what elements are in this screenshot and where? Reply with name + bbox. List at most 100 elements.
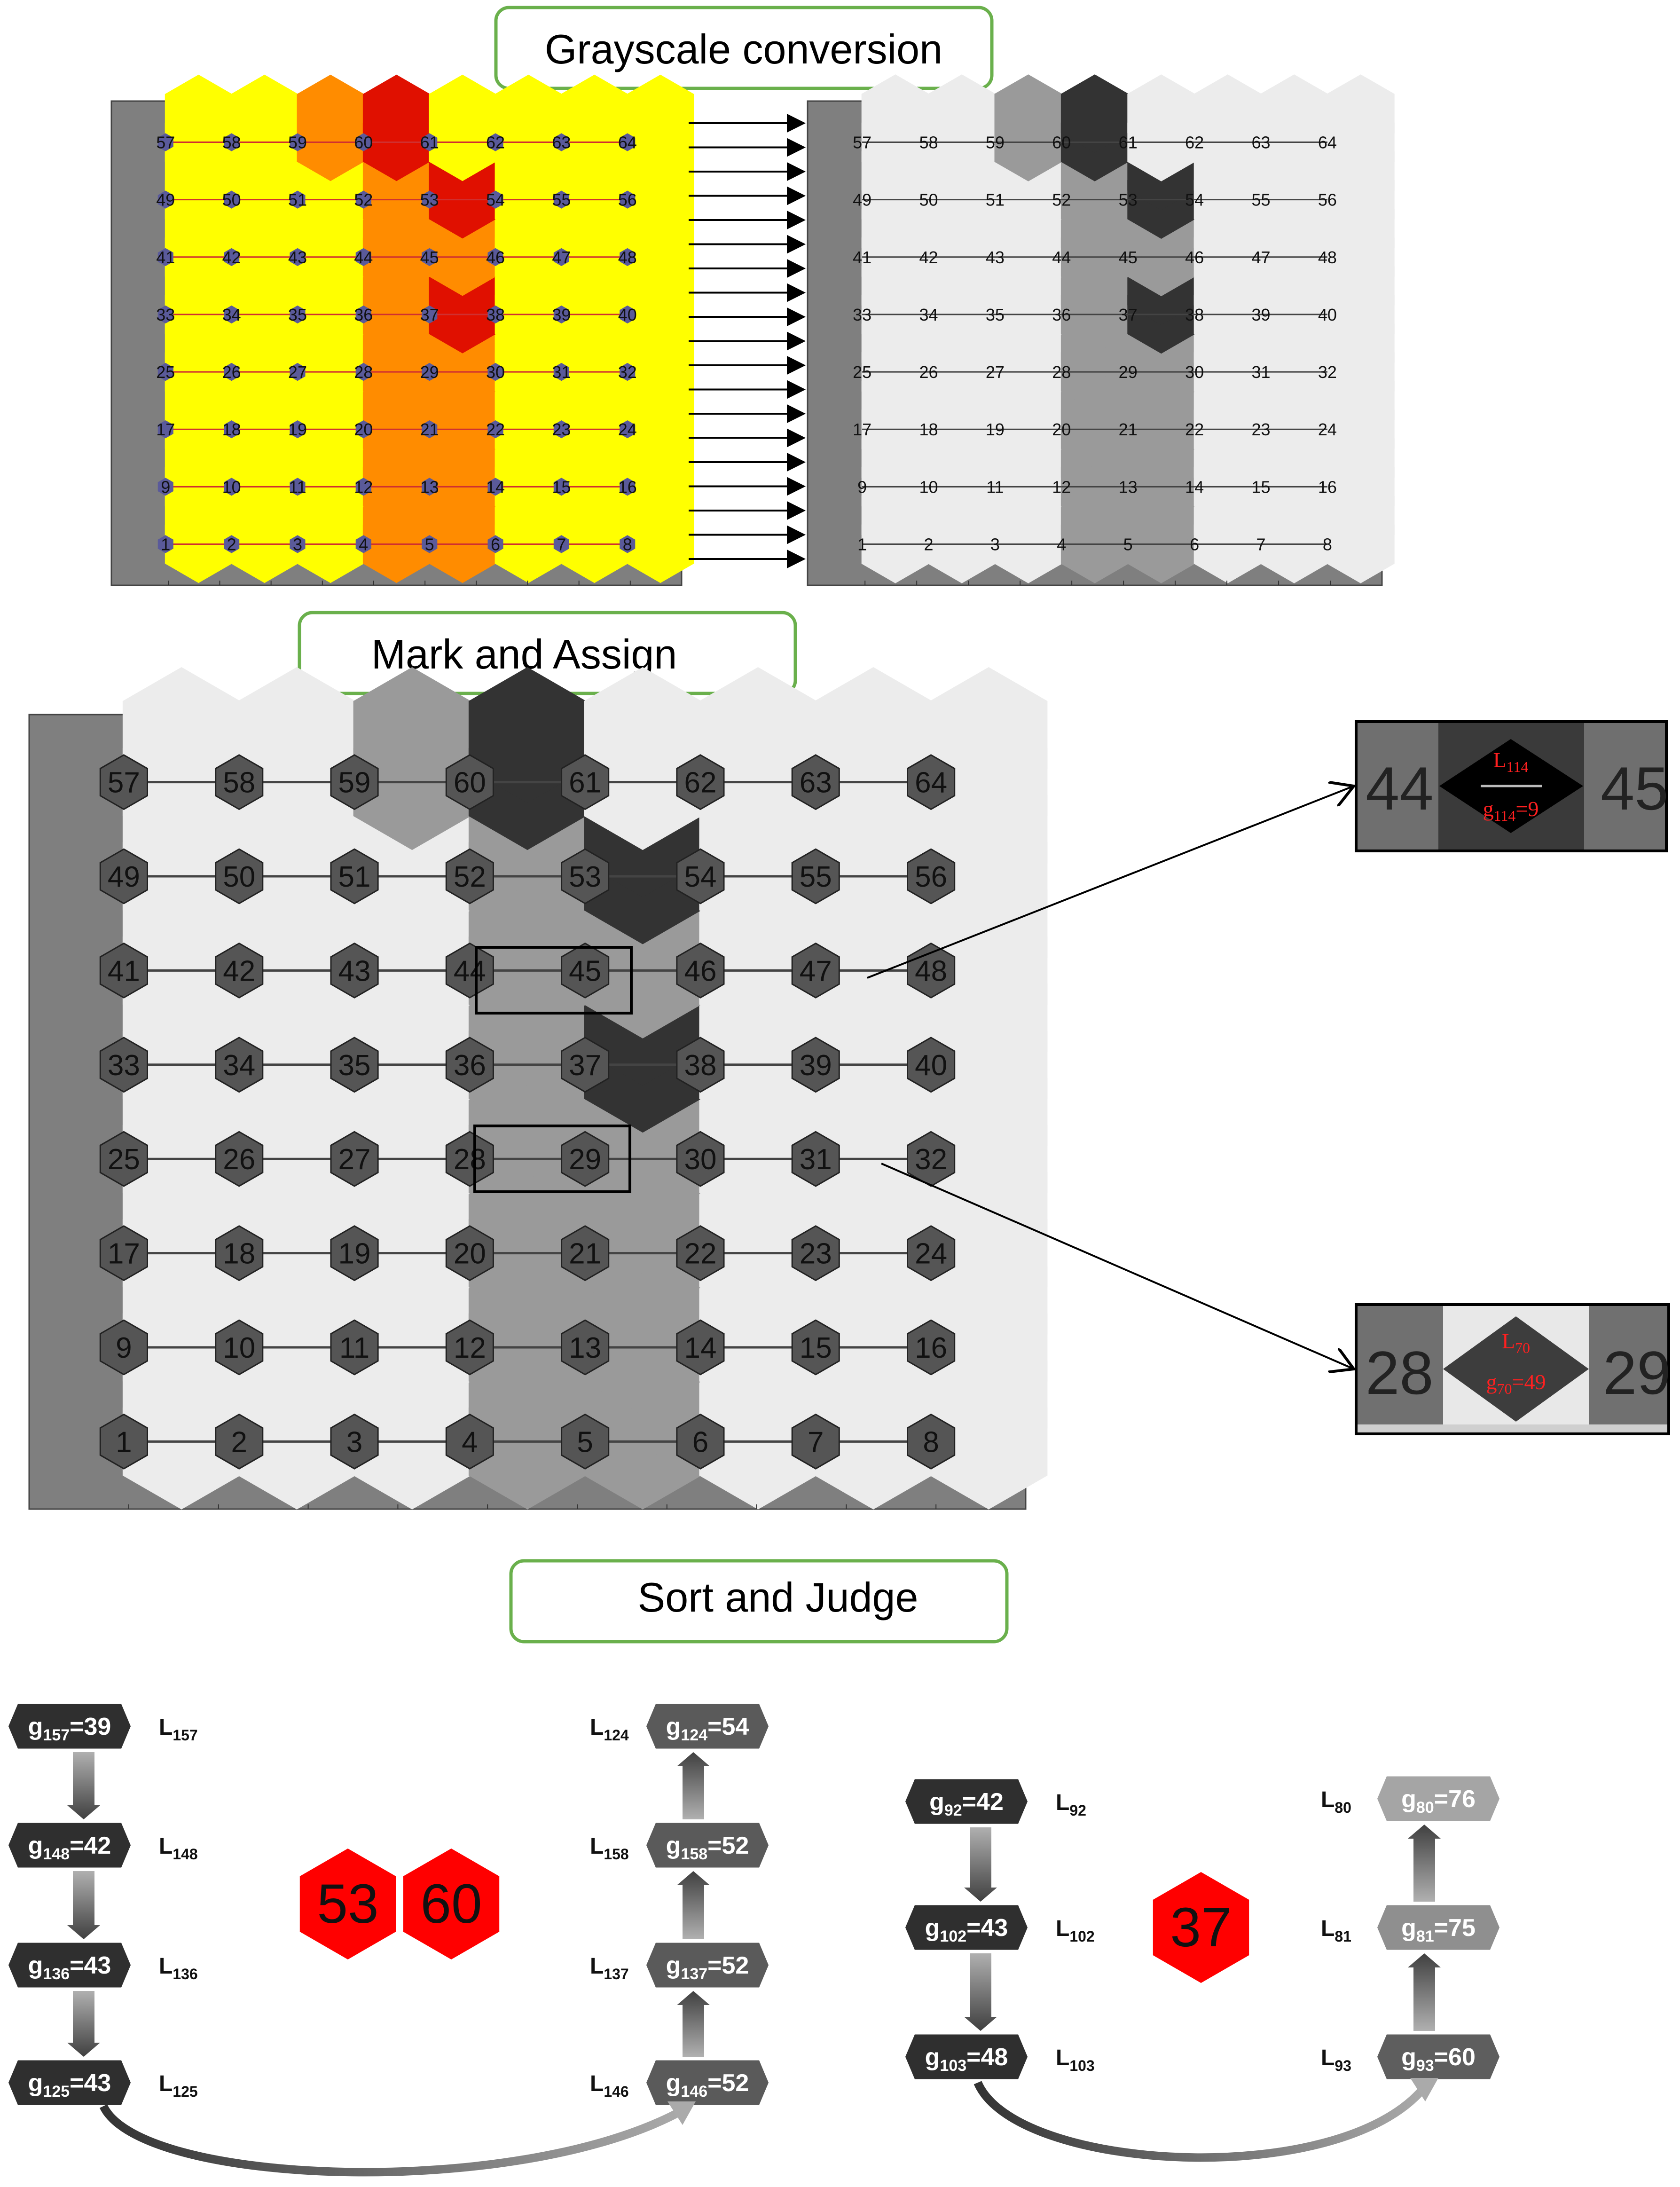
node-number: 49 bbox=[853, 190, 871, 210]
node-marker bbox=[422, 362, 438, 381]
node-number: 3 bbox=[293, 535, 302, 554]
som-cell bbox=[627, 74, 694, 153]
zoom-top-left-node: 44 bbox=[1366, 754, 1434, 823]
node-number: 51 bbox=[986, 190, 1005, 210]
node-number: 31 bbox=[800, 1143, 832, 1176]
node-number: 56 bbox=[618, 190, 637, 210]
node-marker bbox=[791, 1037, 840, 1093]
node-number: 12 bbox=[454, 1332, 486, 1364]
node-marker bbox=[99, 848, 148, 905]
node-marker bbox=[99, 1131, 148, 1187]
node-marker bbox=[620, 305, 636, 324]
highlight-box-44-45 bbox=[475, 946, 633, 1015]
node-marker bbox=[157, 133, 173, 151]
zoom-bottom-value-sub: 70 bbox=[1497, 1380, 1512, 1397]
up-arrow-icon bbox=[677, 1752, 710, 1819]
node-number: 7 bbox=[808, 1426, 824, 1458]
node-number: 14 bbox=[486, 477, 505, 496]
node-number: 38 bbox=[486, 305, 505, 324]
node-number: 14 bbox=[1185, 477, 1204, 496]
som-cell bbox=[468, 667, 587, 803]
link-label: L157 bbox=[159, 1715, 198, 1744]
gray-value-node bbox=[8, 2060, 131, 2105]
node-number: 10 bbox=[919, 477, 938, 496]
node-marker bbox=[445, 1037, 494, 1093]
zoom-bottom-label: L70 bbox=[1502, 1329, 1530, 1356]
node-number: 47 bbox=[1251, 248, 1270, 267]
node-number: 43 bbox=[338, 955, 371, 987]
zoom-top-right-node: 45 bbox=[1601, 754, 1669, 823]
zoom-top-value: g114=9 bbox=[1483, 797, 1539, 824]
node-number: 35 bbox=[986, 305, 1005, 324]
node-marker bbox=[290, 305, 306, 324]
node-number: 1 bbox=[857, 535, 867, 554]
node-marker bbox=[330, 1319, 379, 1376]
node-number: 21 bbox=[569, 1238, 601, 1270]
node-marker bbox=[355, 478, 371, 496]
node-number: 4 bbox=[462, 1426, 478, 1458]
node-number: 5 bbox=[1123, 535, 1133, 554]
node-number: 32 bbox=[915, 1143, 947, 1176]
node-marker bbox=[553, 535, 569, 553]
link-label: L102 bbox=[1056, 1916, 1095, 1945]
som-cell bbox=[584, 667, 702, 803]
node-marker bbox=[215, 1225, 264, 1282]
zoom-bottom-left-node: 28 bbox=[1366, 1338, 1434, 1407]
node-number: 45 bbox=[1119, 248, 1138, 267]
node-number: 10 bbox=[222, 477, 241, 496]
node-marker bbox=[99, 1319, 148, 1376]
node-marker bbox=[791, 942, 840, 999]
node-number: 49 bbox=[156, 190, 175, 210]
node-number: 19 bbox=[986, 420, 1005, 439]
node-number: 50 bbox=[222, 190, 241, 210]
step-sort-label: Sort and Judge bbox=[638, 1574, 919, 1621]
node-number: 3 bbox=[990, 535, 1000, 554]
node-marker bbox=[445, 1225, 494, 1282]
gray-value-node bbox=[646, 2060, 769, 2105]
gray-value-node bbox=[8, 1943, 131, 1988]
node-number: 21 bbox=[420, 420, 439, 439]
node-marker bbox=[907, 754, 956, 810]
node-marker bbox=[157, 478, 173, 496]
node-number: 16 bbox=[915, 1332, 947, 1364]
node-marker bbox=[445, 1131, 494, 1187]
node-marker bbox=[330, 1413, 379, 1470]
node-marker bbox=[620, 478, 636, 496]
zoom-bottom-value-g: g bbox=[1486, 1370, 1497, 1394]
highlight-box-28-29 bbox=[473, 1125, 631, 1193]
node-number: 52 bbox=[1052, 190, 1071, 210]
node-marker bbox=[224, 420, 240, 439]
node-number: 15 bbox=[1251, 477, 1270, 496]
node-marker bbox=[330, 754, 379, 810]
gray-value-text: g136=43 bbox=[28, 1952, 111, 1983]
node-number: 34 bbox=[223, 1049, 255, 1082]
node-number: 34 bbox=[919, 305, 938, 324]
node-number: 50 bbox=[919, 190, 938, 210]
node-marker bbox=[553, 420, 569, 439]
som-cell bbox=[994, 74, 1062, 153]
node-number: 1 bbox=[116, 1426, 132, 1458]
node-number: 50 bbox=[223, 861, 255, 893]
node-number: 53 bbox=[569, 861, 601, 893]
node-number: 8 bbox=[623, 535, 632, 554]
node-number: 25 bbox=[853, 362, 871, 382]
node-marker bbox=[330, 1131, 379, 1187]
node-number: 40 bbox=[618, 305, 637, 324]
node-number: 40 bbox=[915, 1049, 947, 1082]
node-marker bbox=[907, 1413, 956, 1470]
node-marker bbox=[290, 535, 306, 553]
node-number: 33 bbox=[156, 305, 175, 324]
node-number: 2 bbox=[227, 535, 236, 554]
node-marker bbox=[907, 848, 956, 905]
node-number: 54 bbox=[486, 190, 505, 210]
node-marker bbox=[791, 1319, 840, 1376]
down-arrow-icon bbox=[67, 1991, 100, 2057]
node-number: 21 bbox=[1119, 420, 1138, 439]
link-label: L148 bbox=[159, 1834, 198, 1863]
som-cell bbox=[930, 667, 1048, 803]
node-number: 62 bbox=[684, 767, 716, 799]
node-marker bbox=[445, 1319, 494, 1376]
node-marker bbox=[553, 248, 569, 266]
node-marker bbox=[487, 535, 503, 553]
up-arrow-icon bbox=[1408, 1953, 1441, 2031]
